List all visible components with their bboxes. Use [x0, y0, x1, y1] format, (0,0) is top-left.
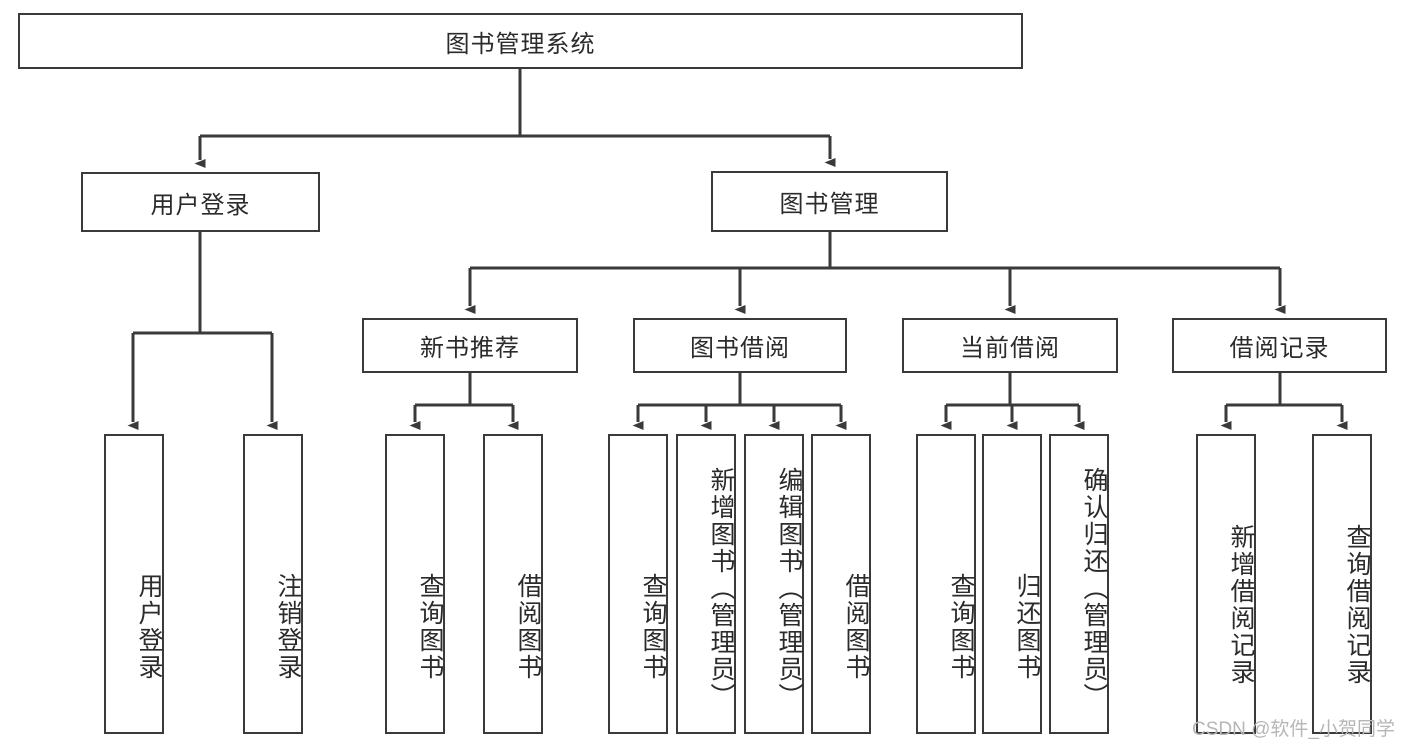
node-leaf-borrow-book-recommend[interactable]: 借阅图书	[483, 434, 543, 734]
node-current-borrow[interactable]: 当前借阅	[902, 318, 1118, 373]
node-leaf-return-book[interactable]: 归还图书	[982, 434, 1042, 734]
node-leaf-query-book[interactable]: 查询图书	[608, 434, 668, 734]
node-leaf-edit-book-admin[interactable]: 编辑图书（管理员）	[744, 434, 804, 734]
node-leaf-user-logout[interactable]: 注销登录	[243, 434, 303, 734]
node-leaf-query-borrow-record[interactable]: 查询借阅记录	[1312, 434, 1372, 734]
node-leaf-query-book-current[interactable]: 查询图书	[916, 434, 976, 734]
node-book-borrow[interactable]: 图书借阅	[633, 318, 847, 373]
node-leaf-user-login[interactable]: 用户登录	[104, 434, 164, 734]
node-leaf-borrow-book[interactable]: 借阅图书	[811, 434, 871, 734]
node-leaf-add-book-admin[interactable]: 新增图书（管理员）	[676, 434, 736, 734]
node-new-book-recommend[interactable]: 新书推荐	[362, 318, 578, 373]
watermark-csdn: CSDN @软件_小贺同学	[1192, 719, 1395, 740]
node-user-login[interactable]: 用户登录	[81, 172, 320, 232]
node-root[interactable]: 图书管理系统	[18, 13, 1023, 69]
node-leaf-add-borrow-record[interactable]: 新增借阅记录	[1196, 434, 1256, 734]
node-borrow-record[interactable]: 借阅记录	[1172, 318, 1387, 373]
node-book-manage[interactable]: 图书管理	[711, 171, 948, 232]
node-leaf-query-book-recommend[interactable]: 查询图书	[385, 434, 445, 734]
node-leaf-confirm-return-admin[interactable]: 确认归还（管理员）	[1049, 434, 1109, 734]
